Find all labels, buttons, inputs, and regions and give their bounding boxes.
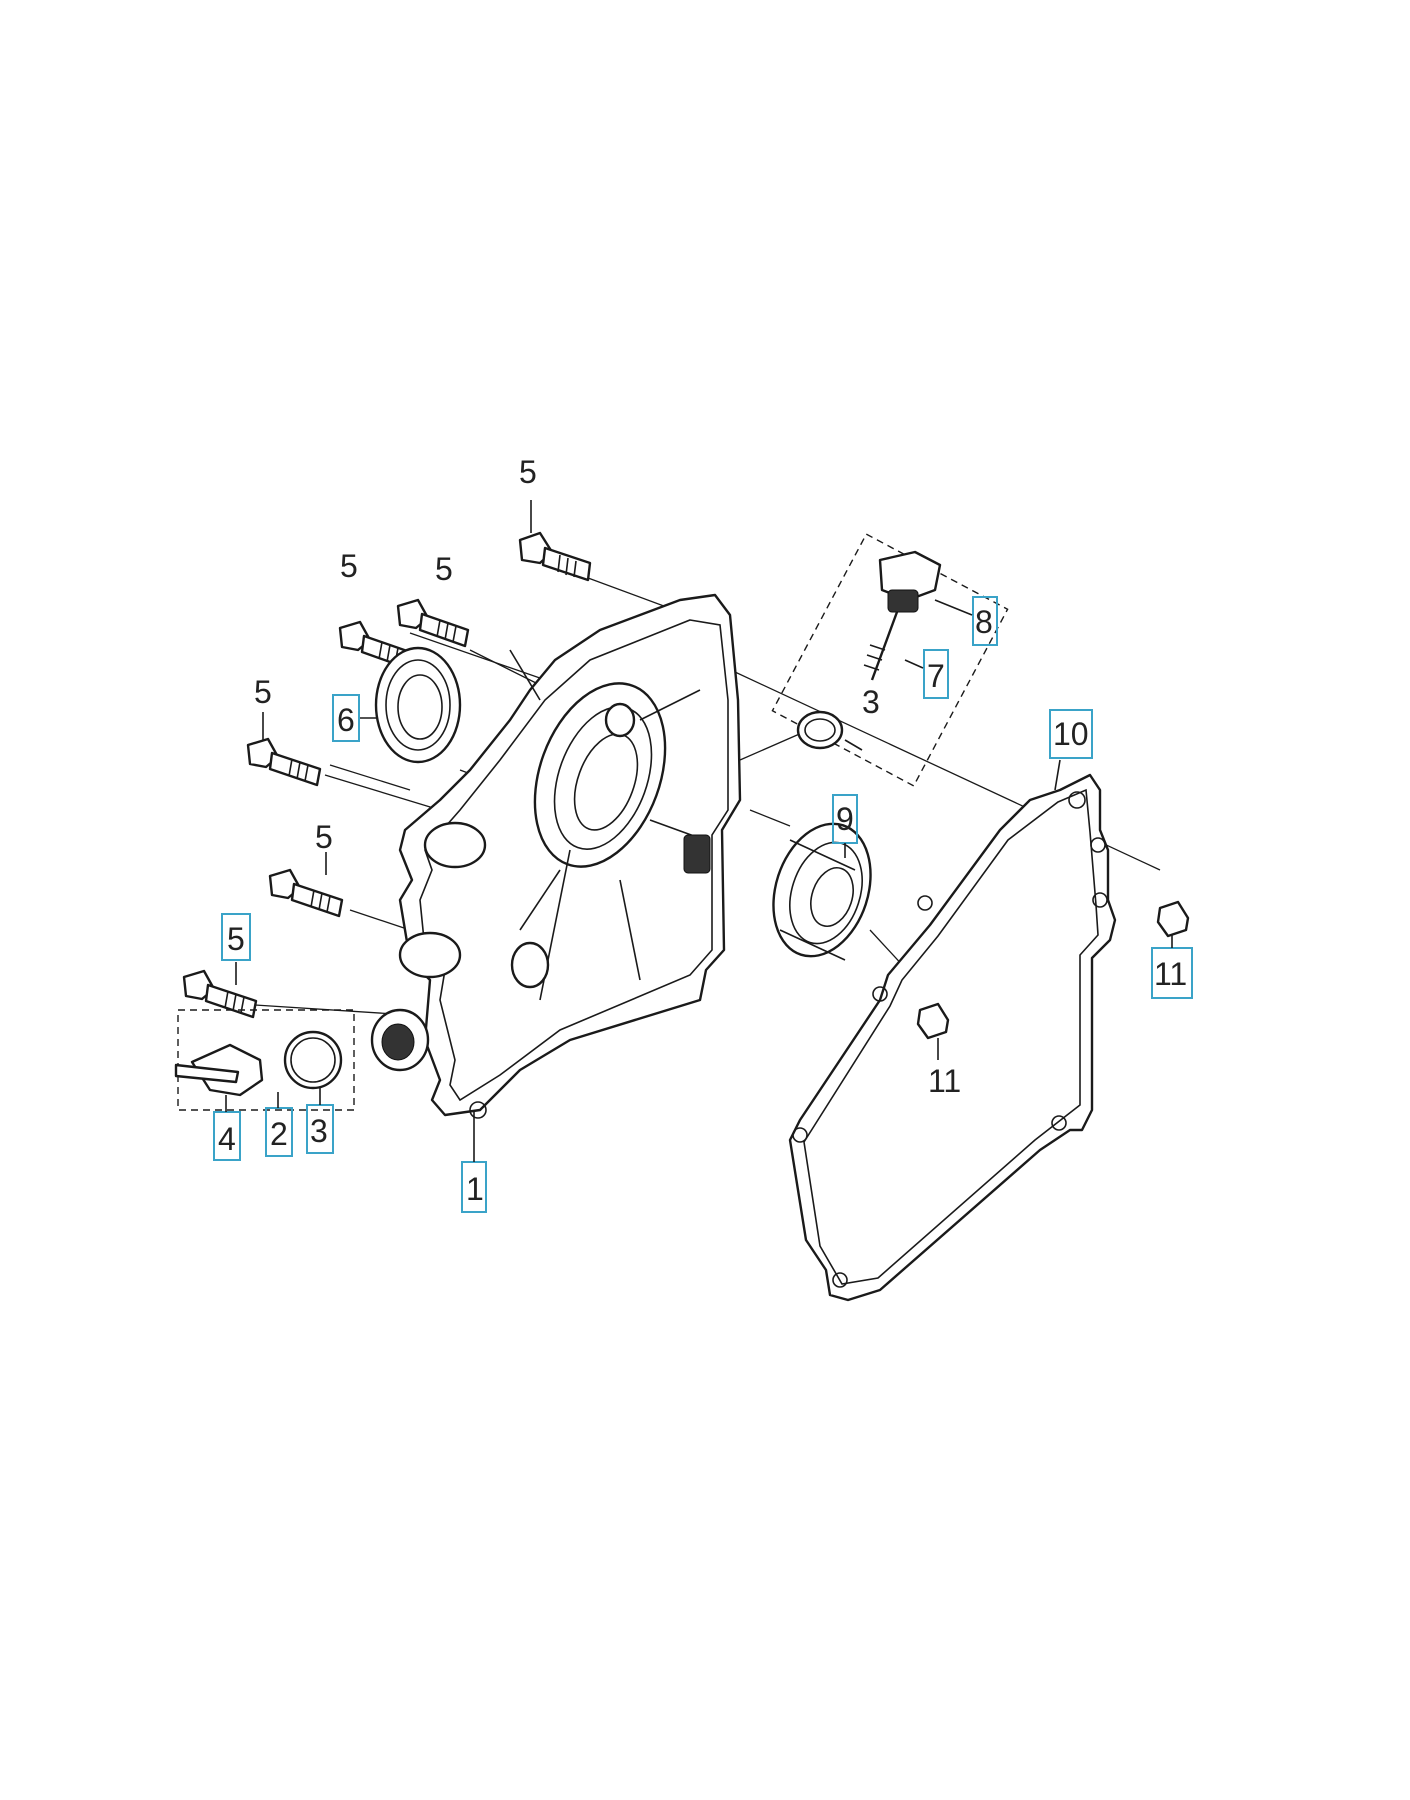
callout-1: 1 bbox=[461, 1112, 487, 1213]
svg-text:5: 5 bbox=[227, 921, 245, 957]
dowel-pin-right bbox=[1156, 900, 1190, 938]
svg-text:3: 3 bbox=[310, 1113, 328, 1149]
callout-9: 9 bbox=[832, 794, 858, 858]
svg-text:4: 4 bbox=[218, 1121, 236, 1157]
svg-text:8: 8 bbox=[975, 604, 993, 640]
callout-3-upper: 3 bbox=[844, 684, 880, 751]
gasket bbox=[788, 773, 1117, 1302]
svg-text:11: 11 bbox=[1154, 956, 1187, 992]
callout-11-lower: 11 bbox=[928, 1038, 961, 1099]
svg-text:2: 2 bbox=[270, 1116, 288, 1152]
svg-text:7: 7 bbox=[927, 658, 945, 694]
svg-text:5: 5 bbox=[519, 454, 537, 490]
bolt-left bbox=[246, 737, 322, 787]
callout-6: 6 bbox=[332, 694, 378, 742]
svg-text:10: 10 bbox=[1053, 716, 1089, 752]
svg-text:3: 3 bbox=[862, 684, 880, 720]
callout-5-top: 5 bbox=[519, 454, 537, 533]
svg-text:5: 5 bbox=[254, 674, 272, 710]
callout-4: 4 bbox=[213, 1095, 241, 1161]
bolt-bottom-left bbox=[182, 969, 258, 1019]
callout-5-upper-left: 5 bbox=[340, 548, 358, 584]
svg-text:5: 5 bbox=[340, 548, 358, 584]
callout-5-upper-middle: 5 bbox=[435, 551, 453, 587]
svg-text:9: 9 bbox=[836, 801, 854, 837]
callout-3-lower: 3 bbox=[306, 1088, 334, 1154]
drain-plug-assembly bbox=[174, 1009, 355, 1111]
o-ring-upper bbox=[796, 710, 844, 750]
callout-5-left: 5 bbox=[254, 674, 272, 740]
callout-11-right: 11 bbox=[1151, 935, 1193, 999]
dowel-pin-lower bbox=[916, 1002, 950, 1040]
o-ring-lower bbox=[283, 1030, 343, 1090]
svg-text:6: 6 bbox=[337, 702, 355, 738]
bolt-top bbox=[518, 531, 592, 582]
callout-2: 2 bbox=[265, 1092, 293, 1157]
dipstick-cap bbox=[863, 550, 942, 681]
bolt-upper-middle bbox=[396, 598, 470, 648]
bolt-group bbox=[182, 531, 592, 1019]
svg-text:11: 11 bbox=[928, 1063, 961, 1099]
callout-10: 10 bbox=[1049, 709, 1093, 791]
bolt-lower-left bbox=[268, 868, 344, 918]
svg-text:1: 1 bbox=[466, 1171, 484, 1207]
svg-text:5: 5 bbox=[315, 819, 333, 855]
callout-5-bottom-left: 5 bbox=[221, 913, 251, 985]
svg-text:5: 5 bbox=[435, 551, 453, 587]
ball-bearing bbox=[772, 822, 872, 961]
crankcase-cover bbox=[370, 593, 742, 1119]
callouts: 5 5 5 5 5 5 6 8 bbox=[213, 454, 1193, 1213]
drain-plug bbox=[174, 1043, 264, 1097]
oil-seal bbox=[374, 646, 462, 764]
callout-7: 7 bbox=[904, 649, 949, 699]
callout-5-lower-left: 5 bbox=[315, 819, 333, 875]
dipstick-assembly bbox=[771, 533, 1009, 787]
callout-8: 8 bbox=[934, 596, 998, 646]
